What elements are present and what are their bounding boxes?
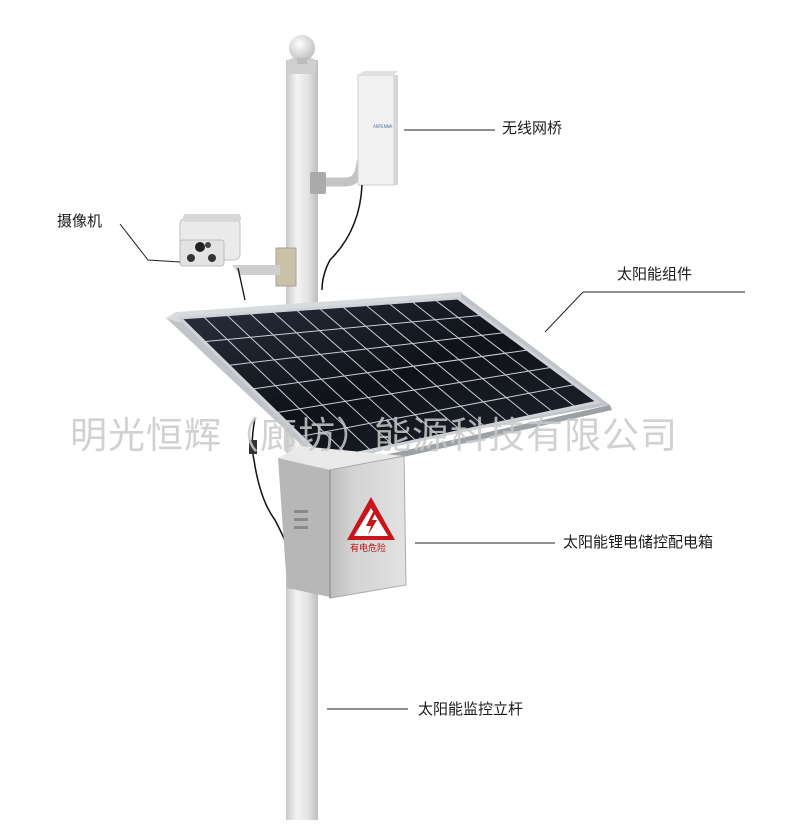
bridge-brand-text: ANTENNA [373,124,393,129]
panel-cell-line [300,384,575,437]
panel-cell-grid [202,299,576,456]
label-control-box: 太阳能锂电储控配电箱 [563,533,714,551]
label-pole: 太阳能监控立杆 [418,700,524,718]
label-solar-panel: 太阳能组件 [617,265,693,283]
box-warning-text: 有电危险 [350,544,387,554]
vent-slots [294,510,308,529]
control-box [278,446,407,599]
label-camera: 摄像机 [57,212,103,230]
bridge-cable [321,184,363,291]
panel-cell-line [204,314,482,343]
leader-line-camera [119,223,181,263]
leader-line-panel [544,291,745,333]
lightning-bolt-icon [366,512,377,535]
panel-cell-line [252,349,529,390]
cable-connector [249,440,257,454]
label-wireless-bridge: 无线网桥 [502,119,563,137]
solar-panel [166,292,612,476]
company-watermark: 明光恒辉（廊坊）能源科技有限公司 [70,414,678,457]
pole-top-ball [289,35,315,61]
panel-cell-line [276,366,552,414]
leader-lines [119,129,745,710]
wireless-bridge [310,71,398,291]
camera [179,214,297,301]
panel-cell-line [228,332,505,366]
